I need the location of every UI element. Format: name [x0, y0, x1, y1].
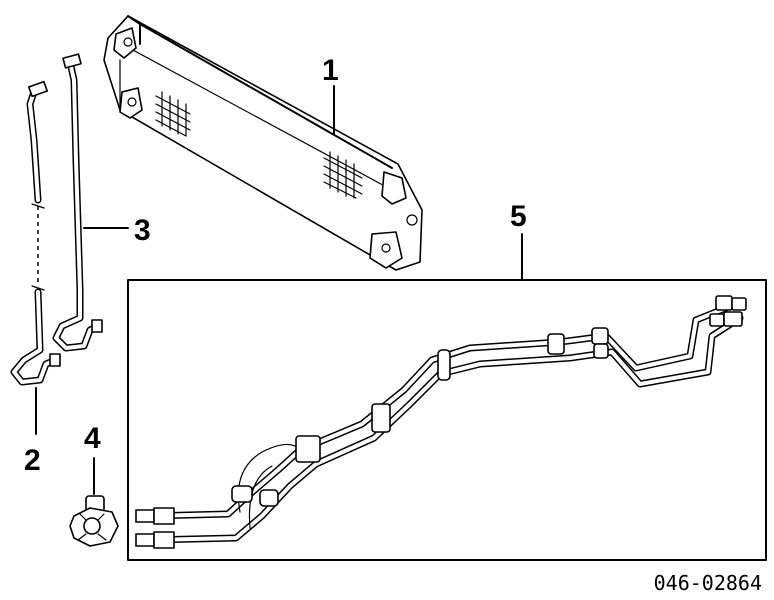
- callout-2: 2: [24, 444, 41, 477]
- tube-3: [52, 53, 129, 352]
- callout-5: 5: [510, 200, 527, 233]
- oil-cooler: [103, 15, 423, 271]
- tube-2: [10, 80, 61, 435]
- connector-4: [69, 457, 119, 547]
- callout-3: 3: [134, 214, 151, 247]
- part-number: 046-02864: [654, 571, 762, 595]
- hose-assembly-5: [127, 233, 767, 561]
- callout-4: 4: [84, 422, 101, 455]
- callout-1: 1: [322, 54, 339, 87]
